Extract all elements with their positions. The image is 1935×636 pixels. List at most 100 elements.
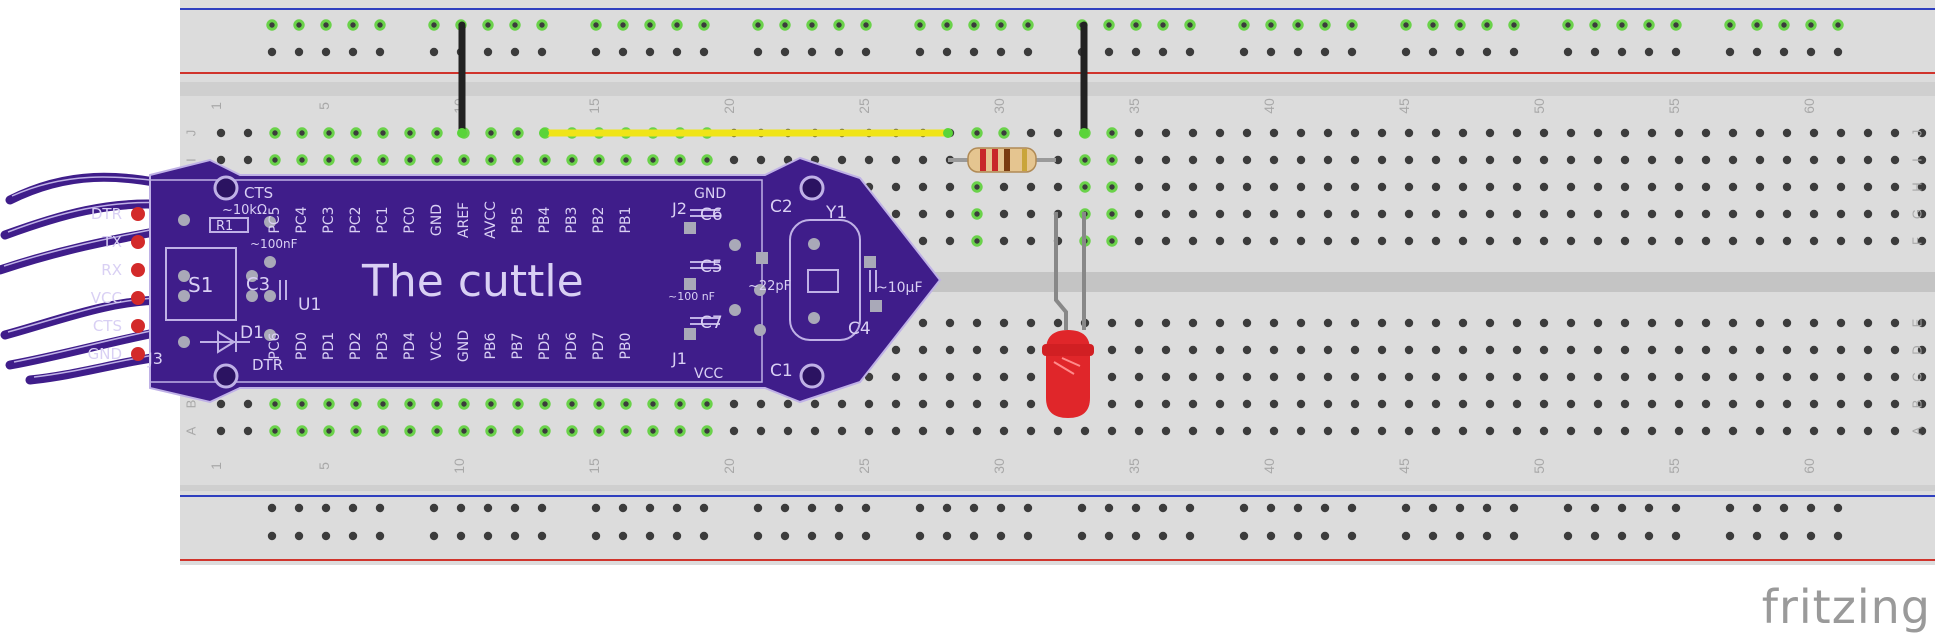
- breadboard-hole: [780, 503, 790, 513]
- breadboard-hole: [1590, 531, 1600, 541]
- breadboard-hole: [1157, 19, 1169, 31]
- label-u1: U1: [298, 295, 321, 315]
- breadboard-hole: [1512, 236, 1522, 246]
- breadboard-hole: [1401, 531, 1411, 541]
- breadboard-hole: [1188, 318, 1198, 328]
- breadboard-hole: [537, 531, 547, 541]
- breadboard-hole: [1458, 399, 1468, 409]
- breadboard-hole: [753, 503, 763, 513]
- breadboard-hole: [918, 182, 928, 192]
- breadboard-hole: [1752, 47, 1762, 57]
- led-body: [1046, 330, 1090, 418]
- breadboard-hole: [1836, 426, 1846, 436]
- breadboard-hole: [1809, 155, 1819, 165]
- breadboard-hole: [1485, 209, 1495, 219]
- breadboard-hole: [1323, 209, 1333, 219]
- breadboard-hole: [1296, 426, 1306, 436]
- row-label: I: [183, 158, 198, 162]
- breadboard-hole: [1701, 399, 1711, 409]
- breadboard-hole: [1508, 19, 1520, 31]
- breadboard-hole: [1674, 236, 1684, 246]
- pcb-pin-label: PD2: [348, 332, 364, 360]
- breadboard-hole: [323, 154, 335, 166]
- breadboard-hole: [1616, 19, 1628, 31]
- breadboard-hole: [1377, 236, 1387, 246]
- breadboard-hole: [1755, 318, 1765, 328]
- breadboard-hole: [1242, 372, 1252, 382]
- breadboard-hole: [1079, 181, 1091, 193]
- row-label: B: [1909, 400, 1924, 409]
- breadboard-hole: [269, 425, 281, 437]
- breadboard-hole: [1323, 128, 1333, 138]
- breadboard-hole: [945, 236, 955, 246]
- breadboard-hole: [1323, 155, 1333, 165]
- column-label: 20: [721, 458, 737, 474]
- breadboard-hole: [266, 19, 278, 31]
- column-label: 15: [586, 98, 602, 114]
- breadboard-hole: [995, 19, 1007, 31]
- breadboard-hole: [1431, 155, 1441, 165]
- breadboard-hole: [1566, 426, 1576, 436]
- breadboard-hole: [1755, 155, 1765, 165]
- breadboard-hole: [1647, 372, 1657, 382]
- breadboard-hole: [216, 128, 226, 138]
- breadboard-hole: [1806, 531, 1816, 541]
- breadboard-hole: [1755, 399, 1765, 409]
- breadboard-hole: [1404, 426, 1414, 436]
- breadboard-hole: [485, 398, 497, 410]
- column-label: 35: [1126, 458, 1142, 474]
- breadboard-hole: [1350, 426, 1360, 436]
- breadboard-hole: [1728, 426, 1738, 436]
- breadboard-hole: [1593, 236, 1603, 246]
- breadboard-hole: [1077, 531, 1087, 541]
- column-label: 20: [721, 98, 737, 114]
- breadboard-hole: [512, 425, 524, 437]
- breadboard-hole: [1350, 128, 1360, 138]
- row-label: A: [1909, 426, 1924, 435]
- breadboard-hole: [1674, 426, 1684, 436]
- breadboard-hole: [1431, 182, 1441, 192]
- breadboard-hole: [1917, 372, 1927, 382]
- pcb-pin-label: PC3: [321, 206, 337, 233]
- breadboard-hole: [1188, 426, 1198, 436]
- breadboard-hole: [267, 531, 277, 541]
- breadboard-hole: [512, 127, 524, 139]
- breadboard-hole: [1809, 236, 1819, 246]
- label-j3: J3: [147, 349, 163, 368]
- breadboard-hole: [918, 345, 928, 355]
- breadboard-hole: [1755, 426, 1765, 436]
- breadboard-hole: [404, 127, 416, 139]
- breadboard-hole: [891, 426, 901, 436]
- breadboard-hole: [1347, 531, 1357, 541]
- breadboard-hole: [1485, 236, 1495, 246]
- breadboard-hole: [1809, 128, 1819, 138]
- breadboard-hole: [431, 127, 443, 139]
- label-c4: C4: [848, 319, 871, 339]
- breadboard-hole: [1404, 155, 1414, 165]
- breadboard-hole: [1674, 318, 1684, 328]
- label-c1: C1: [770, 361, 793, 381]
- breadboard-hole: [1188, 236, 1198, 246]
- breadboard-hole: [1134, 236, 1144, 246]
- pcb-pin-label: PB2: [591, 207, 607, 234]
- breadboard-hole: [1674, 345, 1684, 355]
- breadboard-hole: [1053, 426, 1063, 436]
- breadboard-hole: [1458, 345, 1468, 355]
- breadboard-hole: [1293, 503, 1303, 513]
- breadboard-hole: [1809, 209, 1819, 219]
- breadboard-hole: [1512, 345, 1522, 355]
- breadboard-hole: [1566, 128, 1576, 138]
- capacitor-symbols: [279, 209, 877, 325]
- breadboard-hole: [483, 503, 493, 513]
- breadboard-hole: [807, 531, 817, 541]
- row-label: B: [183, 400, 198, 409]
- breadboard-hole: [861, 503, 871, 513]
- breadboard-hole: [1323, 372, 1333, 382]
- row-label: G: [1909, 209, 1924, 219]
- breadboard-hole: [1647, 399, 1657, 409]
- breadboard-hole: [1485, 318, 1495, 328]
- breadboard-hole: [458, 154, 470, 166]
- breadboard-hole: [1350, 209, 1360, 219]
- breadboard-hole: [996, 531, 1006, 541]
- breadboard-hole: [701, 398, 713, 410]
